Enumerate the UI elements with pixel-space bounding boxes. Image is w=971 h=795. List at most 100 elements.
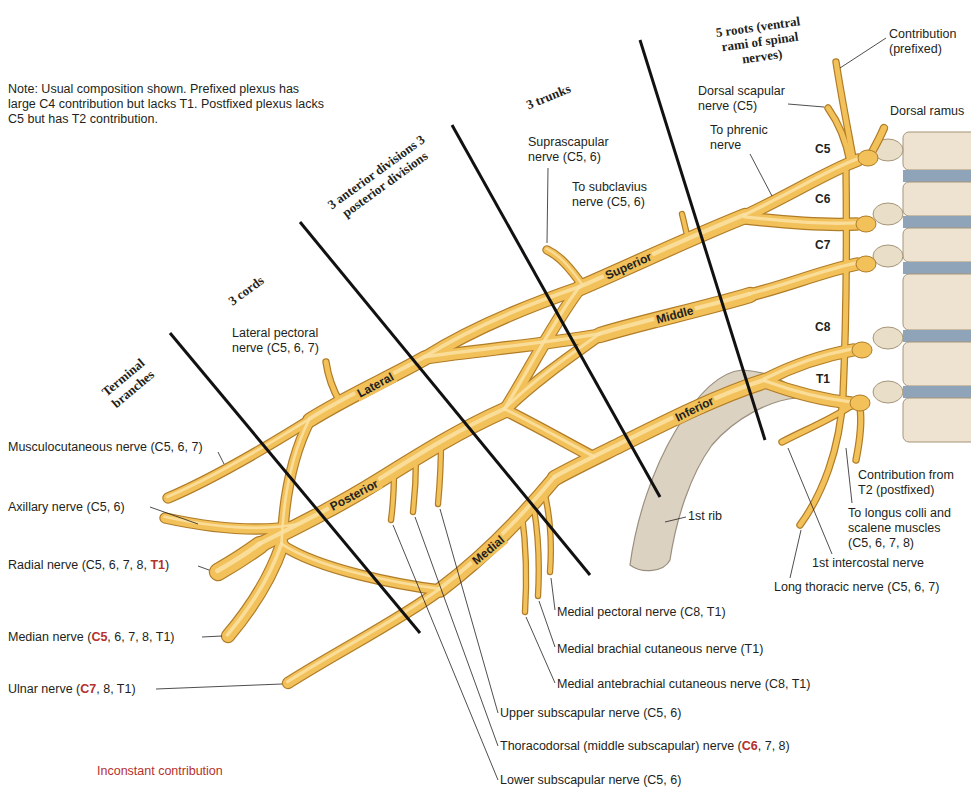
nerve-outline bbox=[765, 350, 853, 380]
intervertebral-disc bbox=[903, 386, 971, 398]
spinal-ganglion bbox=[852, 342, 872, 358]
nerve-highlight bbox=[745, 159, 858, 215]
structure-label: Upper subscapular nerve (C5, 6) bbox=[500, 706, 681, 721]
intervertebral-disc bbox=[903, 216, 971, 228]
leader-line bbox=[547, 168, 548, 243]
nerve-body bbox=[682, 214, 688, 240]
plexus-part-label: Lateral bbox=[353, 369, 397, 401]
leader-line bbox=[750, 154, 772, 196]
vertebral-body bbox=[903, 182, 971, 216]
structure-label: Dorsal scapular nerve (C5) bbox=[698, 84, 794, 114]
leader-line bbox=[539, 601, 555, 647]
plexus-part-label: Middle bbox=[653, 303, 697, 326]
nerve-highlight bbox=[218, 544, 260, 571]
inconstant-part: C5 bbox=[91, 630, 107, 644]
leader-line bbox=[790, 530, 801, 578]
section-heading: 3 cords bbox=[225, 272, 266, 308]
leader-line bbox=[202, 636, 222, 637]
label-part: , 8, T1) bbox=[96, 682, 135, 696]
structure-label: Thoracodorsal (middle subscapular) nerve… bbox=[500, 739, 790, 754]
nerve-outline bbox=[522, 515, 526, 612]
plexus-part-label: Medial bbox=[468, 532, 508, 569]
nerve-highlight bbox=[580, 215, 745, 287]
leader-line bbox=[551, 578, 555, 610]
transverse-process bbox=[873, 327, 903, 349]
vertebral-body bbox=[903, 228, 971, 262]
spinal-level-label: T1 bbox=[816, 372, 830, 387]
structure-label: Contribution from T2 (postfixed) bbox=[858, 468, 964, 498]
structure-label: Ulnar nerve (C7, 8, T1) bbox=[8, 682, 136, 697]
nerve-body bbox=[391, 470, 394, 520]
vertebral-body bbox=[903, 342, 971, 386]
intervertebral-disc bbox=[903, 330, 971, 342]
vertebral-column bbox=[873, 132, 971, 442]
label-part: Thoracodorsal (middle subscapular) nerve… bbox=[500, 739, 742, 753]
nerve-body bbox=[547, 250, 583, 286]
first-rib bbox=[630, 370, 797, 571]
inconstant-part: T1 bbox=[150, 558, 165, 572]
inconstant-part: C6 bbox=[742, 739, 758, 753]
nerve-highlight bbox=[440, 477, 555, 589]
spinal-level-label: C6 bbox=[815, 192, 830, 207]
structure-label: Dorsal ramus bbox=[890, 104, 964, 119]
section-heading: 3 anterior divisions 3 posterior divisio… bbox=[317, 127, 442, 229]
nerve-highlight bbox=[228, 544, 282, 635]
structure-label: Long thoracic nerve (C5, 6, 7) bbox=[774, 580, 939, 595]
structure-label: Suprascapular nerve (C5, 6) bbox=[528, 135, 628, 165]
structure-label: 1st rib bbox=[688, 509, 722, 524]
nerve-body bbox=[326, 362, 340, 402]
spinal-ganglion bbox=[856, 216, 876, 232]
leader-line bbox=[198, 566, 209, 570]
nerve-outline bbox=[326, 362, 340, 402]
label-part: Median nerve ( bbox=[8, 630, 91, 644]
divider-line bbox=[300, 222, 590, 575]
nerve-highlight bbox=[165, 517, 300, 528]
nerve-outline bbox=[872, 128, 884, 152]
vertebral-body bbox=[903, 398, 971, 442]
nerve-body bbox=[836, 62, 853, 158]
spinal-level-label: C5 bbox=[815, 142, 830, 157]
section-heading: 5 roots (ventral rami of spinal nerves) bbox=[701, 11, 818, 71]
structure-label: Musculocutaneous nerve (C5, 6, 7) bbox=[8, 440, 203, 455]
vertebral-body bbox=[903, 274, 971, 330]
structure-label: To longus colli and scalene muscles (C5,… bbox=[848, 506, 964, 551]
spinal-level-label: C7 bbox=[815, 238, 830, 253]
nerve-highlight bbox=[750, 263, 857, 294]
divider-line bbox=[170, 333, 420, 633]
inconstant-part: C7 bbox=[80, 682, 96, 696]
nerve-highlight bbox=[505, 334, 600, 409]
label-part: ) bbox=[165, 558, 169, 572]
nerve-body bbox=[544, 491, 551, 572]
nerve-highlight bbox=[310, 357, 425, 419]
leader-line bbox=[665, 517, 686, 522]
leader-line bbox=[150, 507, 198, 524]
nerve-body bbox=[765, 350, 853, 380]
nerve-highlight bbox=[765, 349, 853, 379]
nerve-body bbox=[872, 128, 884, 152]
label-part: , 6, 7, 8, T1) bbox=[107, 630, 174, 644]
structure-label: Medial antebrachial cutaneous nerve (C8,… bbox=[557, 677, 810, 692]
transverse-process bbox=[873, 203, 903, 225]
nerve-outline bbox=[533, 503, 539, 596]
structure-label: Lower subscapular nerve (C5, 6) bbox=[500, 773, 681, 788]
leader-line bbox=[788, 104, 824, 107]
section-dividers bbox=[170, 40, 765, 633]
plexus-part-label: Posterior bbox=[326, 476, 382, 514]
legend-note: Inconstant contribution bbox=[97, 764, 223, 779]
nerve-body bbox=[856, 408, 861, 460]
plexus-part-label: Inferior bbox=[671, 393, 717, 425]
structure-label: Note: Usual composition shown. Prefixed … bbox=[8, 82, 328, 127]
nerve-outline bbox=[856, 408, 861, 460]
section-heading: Terminal branches bbox=[93, 350, 163, 415]
plexus-part-label: Superior bbox=[601, 249, 655, 283]
nerve-highlight bbox=[282, 544, 440, 589]
spinal-ganglion bbox=[858, 150, 878, 166]
nerve-highlight bbox=[288, 589, 440, 682]
label-part: Ulnar nerve ( bbox=[8, 682, 80, 696]
nerve-highlight bbox=[555, 380, 765, 477]
leader-line bbox=[156, 684, 282, 689]
nerve-highlight bbox=[547, 249, 583, 285]
intervertebral-disc bbox=[903, 262, 971, 274]
